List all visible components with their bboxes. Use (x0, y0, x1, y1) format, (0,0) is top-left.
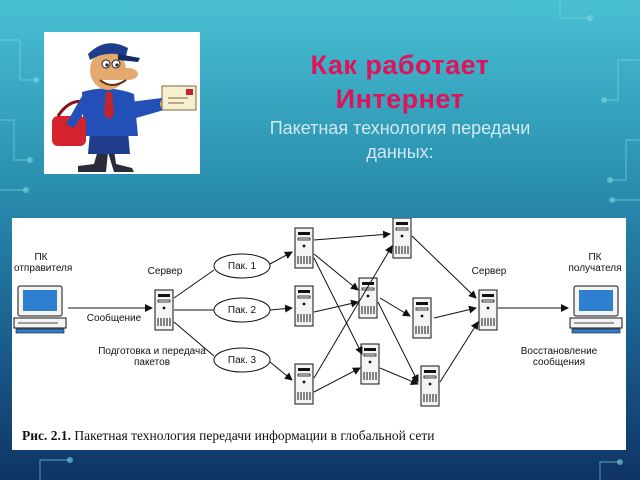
receiver-label: ПК получателя (568, 252, 622, 274)
restore-label: Восстановление сообщения (520, 346, 598, 368)
server-right-label: Сервер (471, 266, 507, 277)
diagram-panel: ПК отправителя ПК получателя Сервер Серв… (12, 218, 626, 450)
mailman-illustration (44, 32, 200, 174)
server-left-label: Сервер (147, 266, 183, 277)
prepare-label: Подготовка и передача пакетов (98, 346, 206, 368)
slide-subtitle: Пакетная технология передачи данных: (269, 118, 531, 162)
packet-label-3: Пак. 3 (227, 355, 257, 366)
sender-label: ПК отправителя (14, 252, 73, 274)
packet-label-2: Пак. 2 (227, 305, 257, 316)
caption-prefix: Рис. 2.1. (22, 428, 72, 443)
network-diagram (13, 218, 623, 407)
server-icon (420, 365, 440, 407)
caption-text: Пакетная технология передачи информации … (74, 428, 435, 443)
server-icon (392, 218, 412, 259)
server-icon (294, 227, 314, 269)
message-label: Сообщение (86, 313, 142, 324)
server-right-icon (478, 289, 498, 331)
figure-caption: Рис. 2.1. Пакетная технология передачи и… (22, 428, 622, 444)
server-icon (294, 363, 314, 405)
server-icon (360, 343, 380, 385)
slide-title: Как работает Интернет (310, 50, 490, 114)
packet-label-1: Пак. 1 (227, 261, 257, 272)
server-left-icon (154, 289, 174, 331)
receiver-computer-icon (569, 285, 623, 334)
sender-computer-icon (13, 285, 67, 334)
server-icon (412, 297, 432, 339)
server-icon (294, 285, 314, 327)
